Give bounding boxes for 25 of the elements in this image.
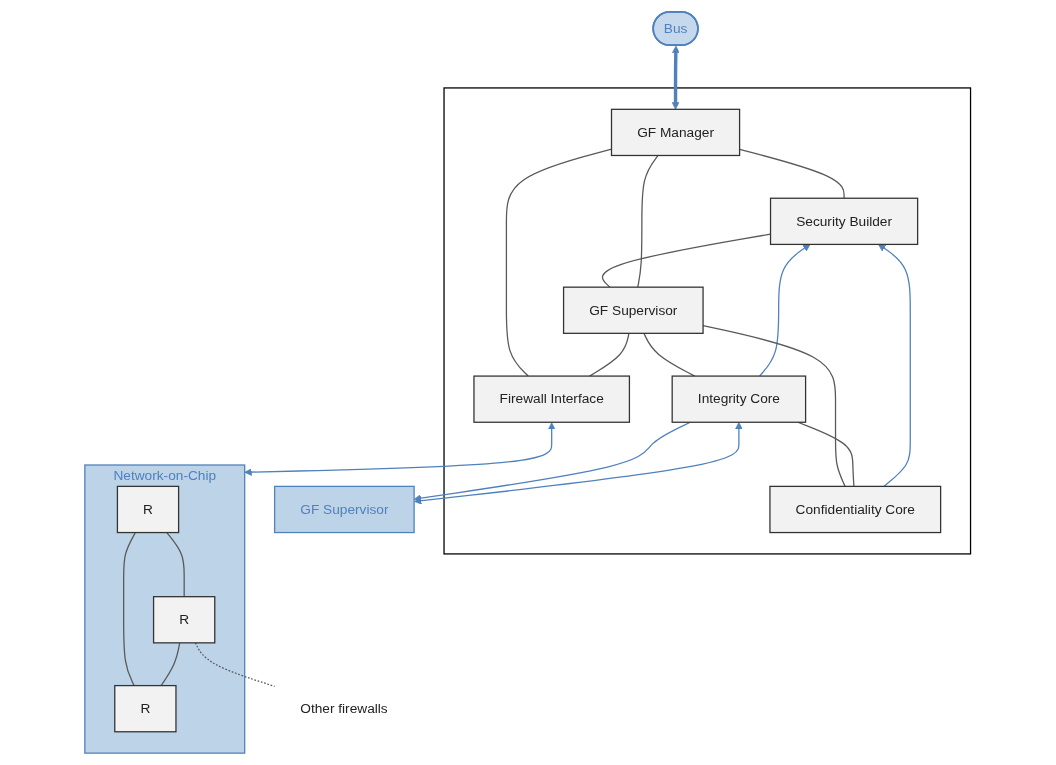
arrow bbox=[244, 422, 556, 476]
arrow bbox=[759, 244, 811, 377]
arrow bbox=[672, 45, 680, 110]
connector bbox=[166, 531, 186, 598]
cluster bbox=[443, 87, 972, 555]
node-box: Firewall Interface bbox=[473, 375, 631, 423]
arrow bbox=[878, 244, 912, 487]
node-box: Integrity Core bbox=[671, 375, 807, 423]
connector bbox=[589, 332, 630, 377]
connector bbox=[123, 531, 137, 687]
node-box: Confidentiality Core bbox=[769, 485, 942, 534]
node-text: Other firewalls bbox=[300, 700, 388, 716]
node-box: GF Supervisor bbox=[563, 286, 704, 334]
node-box: GF Supervisor bbox=[274, 485, 416, 534]
arrow bbox=[414, 421, 743, 505]
node-box: R bbox=[153, 596, 216, 644]
connector bbox=[643, 332, 696, 377]
connector bbox=[195, 642, 276, 687]
node-box: GF Manager bbox=[611, 108, 741, 157]
node-box: Security Builder bbox=[770, 197, 919, 246]
connector bbox=[160, 642, 181, 687]
node-box: R bbox=[117, 485, 180, 534]
connector bbox=[637, 154, 659, 288]
connector bbox=[739, 148, 845, 199]
node-box: R bbox=[114, 684, 177, 733]
